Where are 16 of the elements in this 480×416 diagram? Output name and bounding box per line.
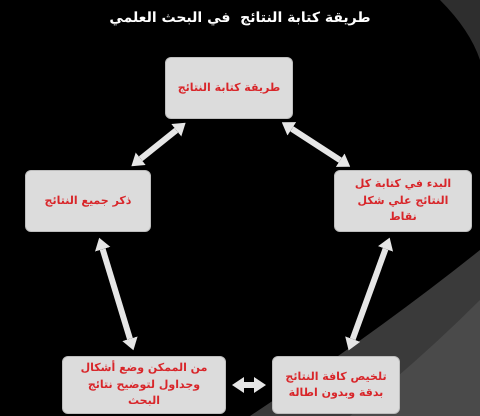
double-arrow — [232, 377, 266, 393]
box-label: البدء في كتابة كل النتائج علي شكل نقاط — [354, 176, 452, 226]
process-box — [272, 356, 400, 414]
double-arrow — [345, 238, 394, 350]
double-arrow — [282, 122, 350, 167]
diagram-title: طريقة كتابة النتائج في البحث العلمي — [108, 9, 372, 28]
box-label: ذكر جميع النتائج — [44, 192, 132, 209]
process-box — [25, 170, 151, 232]
double-arrow — [131, 122, 186, 166]
box-label: من الممكن وضع أشكال وجداول لتوضيح نتائج البحث — [80, 360, 208, 410]
process-box — [62, 356, 226, 414]
process-box — [165, 57, 293, 119]
process-box — [334, 170, 472, 232]
box-label: تلخيص كافة النتائج بدقة وبدون اطالة — [284, 368, 388, 401]
box-label: طريقة كتابة النتائج — [178, 80, 280, 96]
double-arrow — [95, 238, 138, 350]
